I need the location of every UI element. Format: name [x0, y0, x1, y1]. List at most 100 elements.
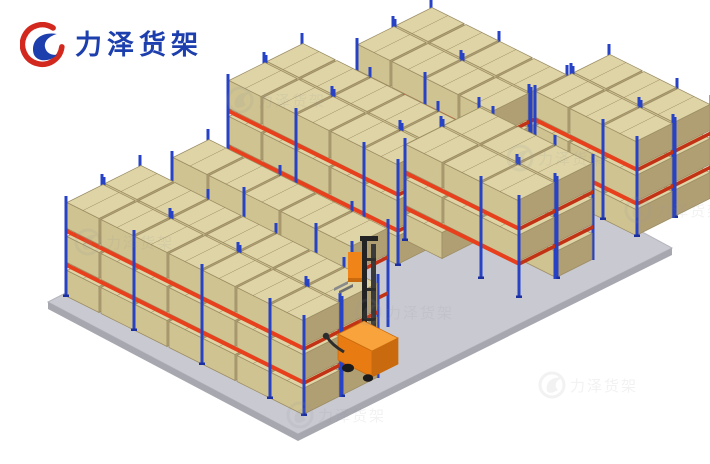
- rack-foot: [516, 295, 522, 298]
- watermark-logo-icon: [624, 196, 652, 224]
- rack-beam-end: [637, 150, 673, 172]
- watermark-swoosh: [546, 377, 562, 393]
- rack-foot: [131, 328, 137, 331]
- rack-post: [200, 264, 204, 364]
- rack-post: [268, 298, 272, 398]
- rack-beam-end: [519, 244, 555, 266]
- carton-seam: [479, 49, 517, 68]
- carton-seam: [619, 115, 657, 134]
- carton-seam: [551, 81, 589, 100]
- rack-beam-end: [675, 165, 710, 187]
- rack-foot: [600, 217, 606, 220]
- carton-seam: [445, 32, 483, 51]
- rack-beam-end: [342, 310, 378, 332]
- watermark: 力泽货架: [226, 86, 326, 114]
- logo-blue-swoosh: [33, 33, 58, 61]
- watermark: 力泽货架: [506, 144, 604, 172]
- watermark-logo-icon: [226, 86, 254, 114]
- rack-beam: [227, 108, 399, 198]
- wheel: [342, 363, 354, 373]
- rack-beam: [65, 262, 305, 386]
- carton-seam: [286, 294, 324, 313]
- carton-seam: [282, 51, 320, 70]
- carton-seam: [461, 154, 499, 173]
- mast-crossbar: [362, 288, 376, 291]
- rack-beam: [534, 117, 638, 173]
- rack-foot: [634, 234, 640, 237]
- watermark-swoosh: [234, 92, 250, 108]
- watermark: 力泽货架: [286, 401, 384, 429]
- carton-seam: [154, 190, 192, 209]
- carton-seam: [278, 87, 316, 106]
- carton-seam: [373, 34, 411, 53]
- carton-seam: [350, 85, 388, 104]
- watermark-logo-icon: [286, 401, 314, 429]
- carton-seam: [312, 104, 350, 123]
- carton-seam: [441, 68, 479, 87]
- rack-beam: [65, 228, 305, 352]
- watermark-logo-icon: [506, 144, 534, 172]
- carton-seam: [475, 85, 513, 104]
- pallet-stacker: [322, 236, 399, 382]
- carton-seam: [222, 224, 260, 243]
- watermark-text: 力泽货架: [656, 202, 710, 220]
- rack-post: [601, 119, 605, 219]
- mast-top-bar: [360, 236, 378, 241]
- carton-seam: [585, 98, 623, 117]
- brand-logo-icon: [20, 22, 65, 68]
- carton-seam: [297, 201, 335, 221]
- watermark: 力泽货架: [74, 228, 174, 256]
- rack-post-back: [671, 114, 675, 218]
- rack-post: [294, 108, 298, 214]
- watermark-swoosh: [632, 202, 648, 218]
- carton-seam: [461, 116, 499, 135]
- brand-logo-text: 力泽货架: [75, 29, 203, 61]
- rack-post: [673, 117, 677, 217]
- rack-beam-end: [637, 184, 673, 206]
- rack-row-frontleft-front: [63, 174, 342, 416]
- carton-seam: [82, 192, 120, 211]
- rack-foot: [301, 413, 307, 416]
- watermark-text: 力泽货架: [106, 234, 174, 252]
- carton-seam: [499, 135, 537, 154]
- watermark-text: 力泽货架: [570, 377, 638, 395]
- carton-seam: [184, 243, 222, 262]
- watermark-logo-icon: [354, 298, 382, 326]
- rack-foot: [339, 394, 345, 397]
- carton-seam: [116, 209, 154, 228]
- rack-foot: [402, 238, 408, 241]
- carton-seam: [513, 66, 551, 85]
- rack-post: [635, 136, 639, 236]
- carton-seam: [218, 260, 256, 279]
- rack-foot: [199, 362, 205, 365]
- chassis-top: [337, 320, 399, 352]
- carton-seam: [316, 68, 354, 87]
- carton-seam: [252, 277, 290, 296]
- carton-seam: [346, 121, 384, 140]
- rack-beam-end: [519, 209, 555, 231]
- rack-foot: [63, 294, 69, 297]
- rack-post: [396, 159, 400, 265]
- watermark-swoosh: [514, 150, 530, 166]
- rack-post: [64, 196, 68, 296]
- rack-foot: [554, 276, 560, 279]
- watermark-swoosh: [82, 234, 98, 250]
- rack-post-back: [376, 274, 380, 378]
- watermark: 力泽货架: [354, 298, 452, 326]
- mast-crossbar: [362, 318, 376, 321]
- logo-red-ring: [20, 22, 65, 68]
- rack-beam: [227, 144, 399, 234]
- carton-seam: [189, 147, 227, 167]
- carton-seam: [244, 70, 282, 89]
- brand-logo: 力泽货架: [20, 22, 203, 68]
- carton-seam: [589, 62, 627, 81]
- watermark-text: 力泽货架: [258, 92, 326, 110]
- fork: [334, 281, 348, 291]
- fork: [339, 284, 353, 294]
- carton-seam: [256, 241, 294, 260]
- carton-seam: [120, 173, 158, 192]
- carton-seam: [423, 135, 461, 154]
- carton-seam: [261, 183, 299, 203]
